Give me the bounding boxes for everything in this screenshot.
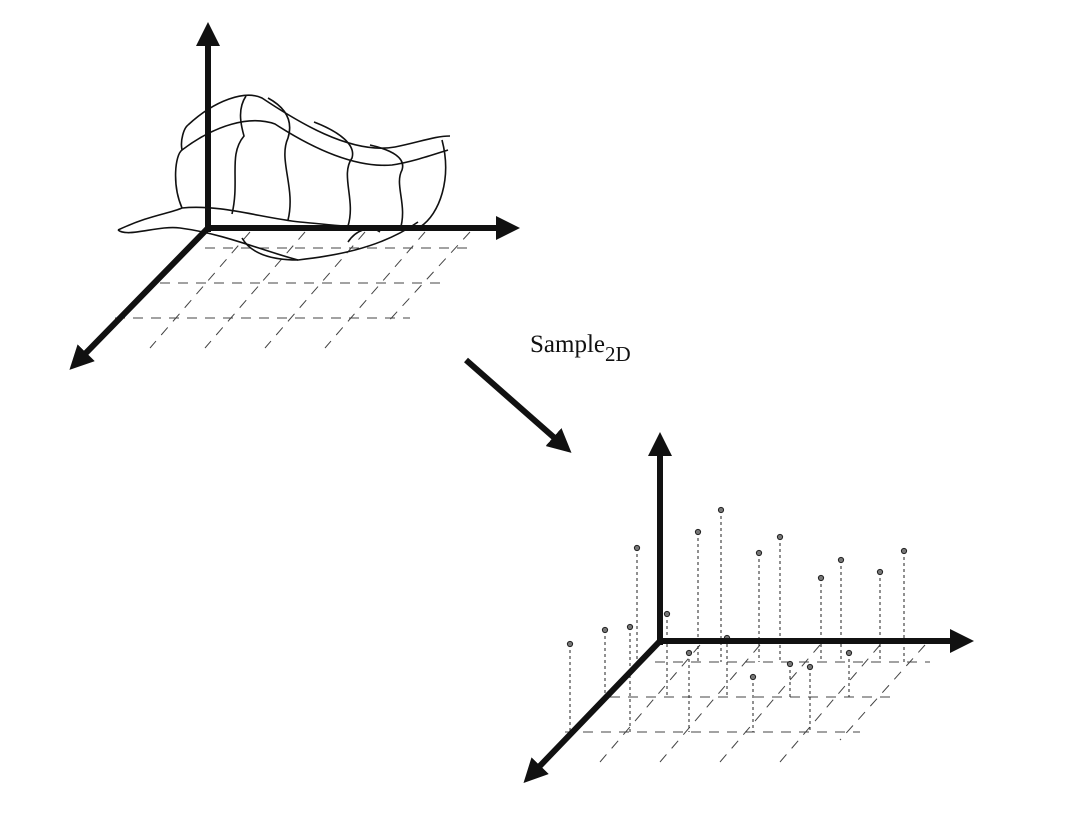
sample-point (685, 649, 693, 732)
sampled-ground-grid (565, 644, 930, 763)
operation-name: Sample (530, 331, 605, 358)
sample-points (566, 506, 908, 732)
operation-subscript: 2D (605, 342, 631, 366)
sampling-operation: Sample2D (464, 331, 631, 453)
sample-point (786, 660, 794, 697)
continuous-y-axis (69, 223, 213, 370)
continuous-axes (69, 22, 520, 370)
sample-point (663, 610, 671, 697)
sample-point (806, 663, 814, 732)
sample-point (633, 544, 641, 662)
continuous-ground-grid (115, 231, 471, 349)
sample-point (566, 640, 574, 732)
sample-point (601, 626, 609, 697)
sample-point (900, 547, 908, 662)
sample-point (755, 549, 763, 662)
sample-point (876, 568, 884, 662)
sampled-axes (523, 432, 974, 783)
sampled-y-axis (523, 636, 665, 783)
sample-point (845, 649, 853, 697)
continuous-function-plot (69, 22, 520, 370)
sampled-function-plot (523, 432, 974, 783)
operation-arrow (464, 357, 572, 453)
sample-point (626, 623, 634, 732)
operation-label: Sample2D (530, 331, 631, 366)
sample-point (749, 673, 757, 732)
sample-point (837, 556, 845, 662)
sample-point (717, 506, 725, 662)
continuous-surface (117, 94, 451, 261)
sample-point (723, 634, 731, 697)
sample-point (817, 574, 825, 662)
